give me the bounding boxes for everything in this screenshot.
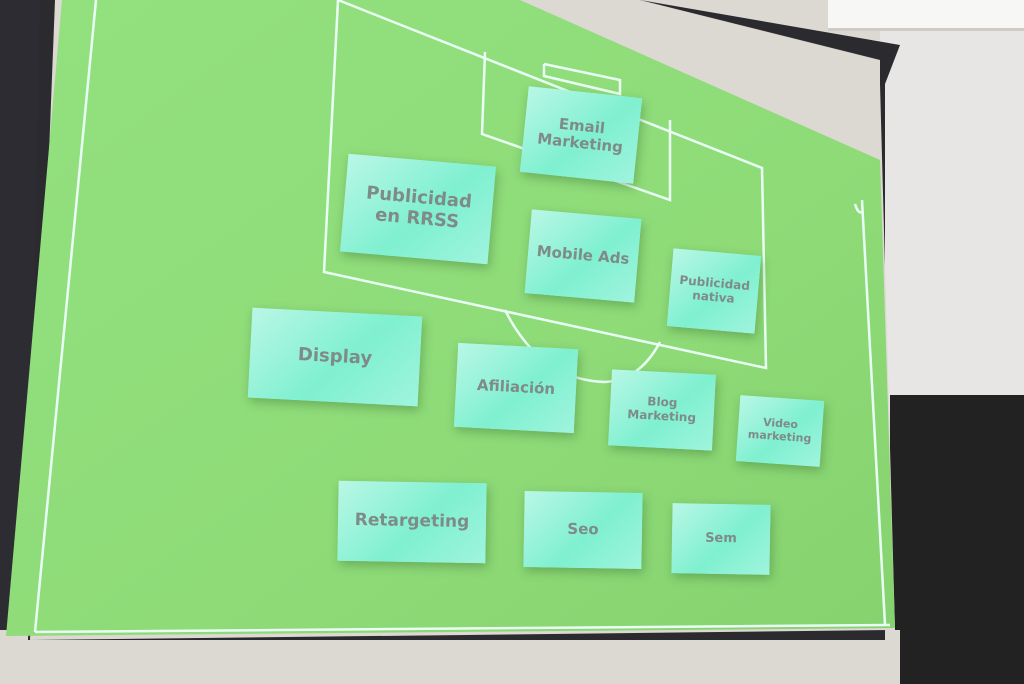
ceiling-light bbox=[828, 0, 1024, 31]
card-seo-label: Seo bbox=[567, 520, 599, 539]
card-blog-marketing-line2: Marketing bbox=[626, 407, 697, 425]
card-mobile-ads: Mobile Ads bbox=[524, 209, 642, 303]
card-display: Display bbox=[247, 307, 423, 407]
card-seo: Seo bbox=[523, 490, 643, 570]
card-afiliacion-label: Afiliación bbox=[476, 376, 556, 399]
card-mobile-ads-label: Mobile Ads bbox=[535, 242, 631, 269]
penalty-arc bbox=[503, 309, 662, 384]
wall-right bbox=[880, 0, 1024, 400]
card-video-marketing: Video marketing bbox=[735, 395, 825, 467]
card-video-marketing-line2: marketing bbox=[747, 427, 812, 446]
card-sem: Sem bbox=[671, 503, 771, 575]
card-display-label: Display bbox=[297, 343, 373, 369]
card-publicidad-nativa: Publicidad nativa bbox=[666, 248, 762, 334]
dark-wall-panel bbox=[890, 395, 1024, 684]
goal bbox=[542, 62, 622, 96]
card-retargeting: Retargeting bbox=[337, 480, 487, 564]
green-projection bbox=[6, 0, 895, 636]
card-sem-label: Sem bbox=[705, 530, 738, 546]
card-email-marketing: Email Marketing bbox=[519, 86, 643, 184]
sideline-bottom bbox=[34, 623, 891, 634]
card-retargeting-label: Retargeting bbox=[354, 510, 470, 533]
card-blog-marketing: Blog Marketing bbox=[608, 369, 716, 451]
card-publicidad-rrss: Publicidad en RRSS bbox=[340, 153, 496, 265]
sideline-left bbox=[33, 0, 98, 633]
card-afiliacion: Afiliación bbox=[453, 342, 579, 434]
sideline-right bbox=[860, 199, 887, 626]
corner-arc bbox=[853, 203, 863, 214]
